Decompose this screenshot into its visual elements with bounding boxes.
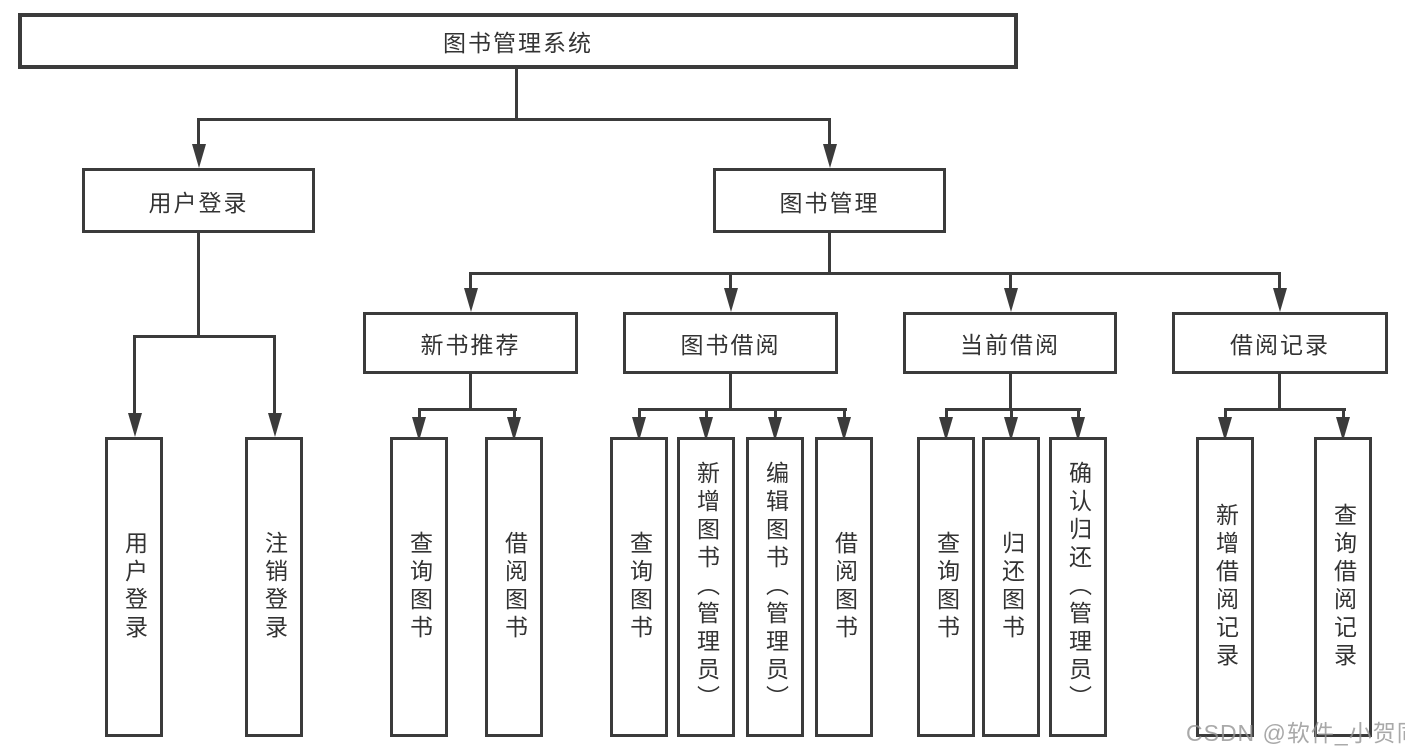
node-book-borrowing: 图书借阅	[623, 312, 838, 374]
arrow-down-icon	[823, 144, 837, 168]
connector-line	[1224, 408, 1227, 417]
leaf-borrow-books: 借阅图书	[815, 437, 873, 737]
arrow-down-icon	[1273, 288, 1287, 312]
connector-line	[1009, 272, 1012, 288]
leaf-label: 注销登录	[261, 531, 288, 643]
leaf-label: 查询借阅记录	[1330, 503, 1357, 671]
csdn-watermark: CSDN @软件_小贺同学	[1186, 720, 1405, 746]
arrow-down-icon	[1004, 417, 1018, 441]
leaf-label: 编辑图书（管理员）	[762, 461, 789, 713]
leaf-label: 新增借阅记录	[1212, 503, 1239, 671]
connector-line	[133, 335, 136, 413]
leaf-return-books: 归还图书	[982, 437, 1040, 737]
arrow-down-icon	[939, 417, 953, 441]
arrow-down-icon	[464, 288, 478, 312]
connector-line	[197, 118, 831, 121]
leaf-confirm-return-admin: 确认归还（管理员）	[1049, 437, 1107, 737]
leaf-add-borrow-record: 新增借阅记录	[1196, 437, 1254, 737]
connector-line	[469, 272, 472, 288]
leaf-add-books-admin: 新增图书（管理员）	[677, 437, 735, 737]
leaf-query-borrow-record: 查询借阅记录	[1314, 437, 1372, 737]
leaf-edit-books-admin: 编辑图书（管理员）	[746, 437, 804, 737]
connector-line	[1077, 408, 1080, 417]
node-label: 借阅记录	[1230, 332, 1330, 358]
connector-line	[133, 335, 276, 338]
arrow-down-icon	[412, 417, 426, 441]
leaf-label: 查询图书	[933, 531, 960, 643]
arrow-down-icon	[1004, 288, 1018, 312]
connector-line	[197, 118, 200, 144]
node-label: 图书借阅	[680, 332, 781, 358]
connector-line	[729, 374, 732, 408]
node-label: 当前借阅	[960, 332, 1060, 358]
connector-line	[418, 408, 517, 411]
leaf-query-books-borrow: 查询图书	[610, 437, 668, 737]
arrow-down-icon	[1071, 417, 1085, 441]
node-book-management: 图书管理	[713, 168, 946, 233]
connector-line	[828, 118, 831, 144]
arrow-down-icon	[268, 413, 282, 437]
arrow-down-icon	[632, 417, 646, 441]
connector-line	[273, 335, 276, 413]
connector-line	[729, 272, 732, 288]
node-current-borrowing: 当前借阅	[903, 312, 1117, 374]
leaf-label: 用户登录	[121, 531, 148, 643]
node-label: 新书推荐	[420, 332, 521, 358]
connector-line	[843, 408, 846, 417]
connector-line	[469, 374, 472, 408]
connector-line	[1342, 408, 1345, 417]
node-label: 用户登录	[148, 189, 249, 216]
node-borrowing-records: 借阅记录	[1172, 312, 1388, 374]
connector-line	[1278, 374, 1281, 408]
arrow-down-icon	[192, 144, 206, 168]
connector-line	[1010, 408, 1013, 417]
leaf-query-books-current: 查询图书	[917, 437, 975, 737]
node-new-book-recommend: 新书推荐	[363, 312, 578, 374]
connector-line	[638, 408, 847, 411]
node-user-login: 用户登录	[82, 168, 315, 233]
connector-line	[1224, 408, 1346, 411]
connector-line	[515, 69, 518, 118]
arrow-down-icon	[724, 288, 738, 312]
connector-line	[638, 408, 641, 417]
connector-line	[1278, 272, 1281, 288]
arrow-down-icon	[768, 417, 782, 441]
connector-line	[774, 408, 777, 417]
node-label: 图书管理	[779, 189, 880, 216]
arrow-down-icon	[1336, 417, 1350, 441]
node-library-management-system: 图书管理系统	[18, 13, 1018, 69]
connector-line	[418, 408, 421, 417]
leaf-label: 确认归还（管理员）	[1065, 461, 1092, 713]
leaf-borrow-books-recommend: 借阅图书	[485, 437, 543, 737]
arrow-down-icon	[1218, 417, 1232, 441]
arrow-down-icon	[507, 417, 521, 441]
connector-line	[945, 408, 1081, 411]
node-label: 图书管理系统	[443, 30, 593, 56]
arrow-down-icon	[128, 413, 142, 437]
leaf-query-books-recommend: 查询图书	[390, 437, 448, 737]
connector-line	[828, 233, 831, 272]
leaf-label: 归还图书	[998, 531, 1025, 643]
leaf-label: 查询图书	[626, 531, 653, 643]
arrow-down-icon	[837, 417, 851, 441]
leaf-label: 新增图书（管理员）	[693, 461, 720, 713]
connector-line	[197, 233, 200, 335]
leaf-label: 查询图书	[406, 531, 433, 643]
connector-line	[513, 408, 516, 417]
connector-line	[469, 272, 1281, 275]
leaf-label: 借阅图书	[831, 531, 858, 643]
connector-line	[705, 408, 708, 417]
connector-line	[1009, 374, 1012, 408]
leaf-logout: 注销登录	[245, 437, 303, 737]
arrow-down-icon	[699, 417, 713, 441]
connector-line	[945, 408, 948, 417]
leaf-label: 借阅图书	[501, 531, 528, 643]
leaf-user-login: 用户登录	[105, 437, 163, 737]
